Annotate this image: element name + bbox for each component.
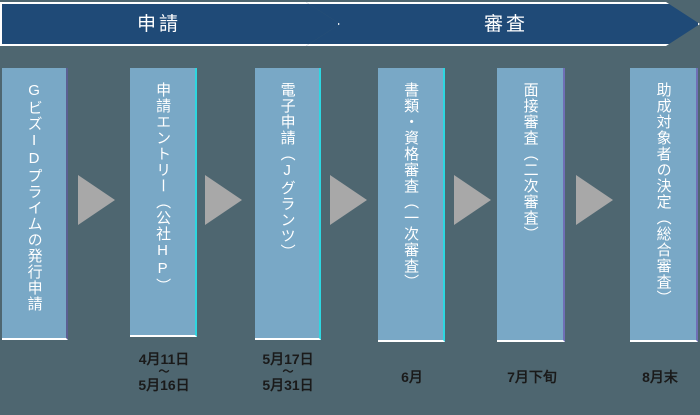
step-box-interview-review: 面接審査（二次審査） <box>497 68 565 342</box>
step-label-document-qualification-review: 書類・資格審査（一次審査） <box>402 82 420 290</box>
step-box-electronic-application: 電子申請（Jグランツ） <box>255 68 321 340</box>
arrow-icon-1 <box>78 175 115 225</box>
date-caption-final-decision: 8月末 <box>620 370 700 385</box>
arrow-icon-5 <box>576 175 613 225</box>
arrow-icon-3 <box>330 175 367 225</box>
date-separator: 〜 <box>282 365 294 378</box>
date-start: 8月末 <box>642 369 678 385</box>
step-box-final-decision: 助成対象者の決定（総合審査） <box>630 68 698 342</box>
phase-banner: 申請 審査 <box>0 0 700 52</box>
step-label-interview-review: 面接審査（二次審査） <box>521 82 539 242</box>
phase-banner-segment-application: 申請 <box>0 2 340 46</box>
date-start: 5月17日 <box>262 351 314 367</box>
step-box-gbizid-application: GビズIDプライムの発行申請 <box>2 68 68 340</box>
step-box-application-entry: 申請エントリー（公社HP） <box>130 68 197 337</box>
arrow-icon-2 <box>205 175 242 225</box>
arrow-icon-4 <box>454 175 491 225</box>
date-start: 7月下旬 <box>507 369 557 385</box>
phase-label-application: 申請 <box>136 13 181 35</box>
step-box-document-qualification-review: 書類・資格審査（一次審査） <box>378 68 445 342</box>
step-label-gbizid-application: GビズIDプライムの発行申請 <box>25 82 43 312</box>
date-start: 6月 <box>401 369 423 385</box>
date-start: 4月11日 <box>138 351 190 367</box>
date-end: 5月16日 <box>138 377 190 394</box>
date-separator: 〜 <box>158 365 170 378</box>
date-caption-interview-review: 7月下旬 <box>488 370 576 385</box>
date-caption-document-review: 6月 <box>368 370 456 385</box>
date-end: 5月31日 <box>262 377 314 394</box>
phase-banner-segment-screening: 審査 <box>306 2 700 46</box>
date-caption-application-entry: 4月11日 〜 5月16日 <box>118 352 210 393</box>
phase-label-screening: 審査 <box>483 13 528 35</box>
step-label-application-entry: 申請エントリー（公社HP） <box>154 82 172 294</box>
date-caption-electronic-application: 5月17日 〜 5月31日 <box>242 352 334 393</box>
step-label-electronic-application: 電子申請（Jグランツ） <box>278 82 296 260</box>
step-label-final-decision: 助成対象者の決定（総合審査） <box>654 82 672 306</box>
